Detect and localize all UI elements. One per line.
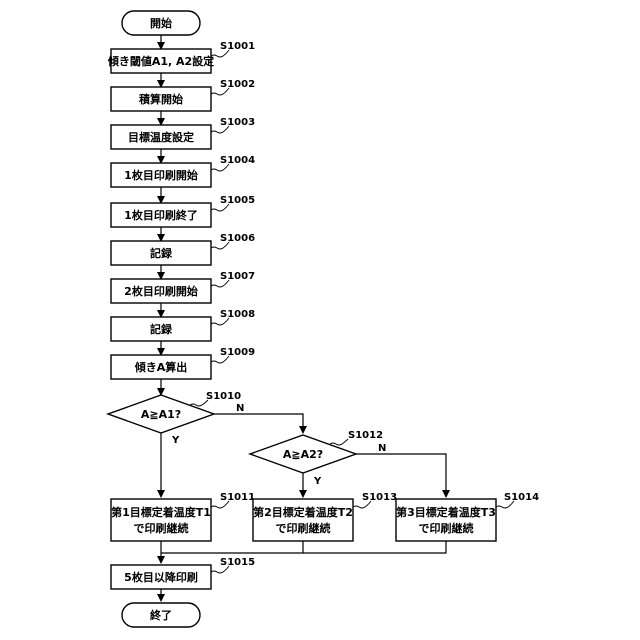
process-step: 傾き閾値A1, A2設定 S1001 xyxy=(107,41,255,73)
outcome-box: 第3目標定着温度T3 で印刷継続 S1014 xyxy=(396,492,539,541)
step-id: S1001 xyxy=(220,41,255,52)
step-id: S1010 xyxy=(206,391,241,402)
yes-label: Y xyxy=(313,476,322,487)
step-text: 傾き閾値A1, A2設定 xyxy=(107,54,214,68)
process-step: 記録 S1006 xyxy=(111,233,255,265)
step-text: 記録 xyxy=(150,322,173,336)
end-terminal: 終了 xyxy=(122,603,200,627)
step-id: S1014 xyxy=(504,492,539,503)
step-id: S1012 xyxy=(348,430,383,441)
outcome-line1: 第1目標定着温度T1 xyxy=(111,505,211,519)
decision-text: A≧A2? xyxy=(283,448,323,461)
end-label: 終了 xyxy=(150,608,172,622)
step-text: 傾きA算出 xyxy=(134,360,188,374)
step-id: S1013 xyxy=(362,492,397,503)
step-text: 記録 xyxy=(150,246,173,260)
yes-label: Y xyxy=(171,435,180,446)
decision-text: A≧A1? xyxy=(141,408,181,421)
process-step: 積算開始 S1002 xyxy=(111,79,255,111)
outcome-line2: で印刷継続 xyxy=(419,521,474,535)
step-id: S1006 xyxy=(220,233,255,244)
process-step: 傾きA算出 S1009 xyxy=(111,347,255,379)
step-id: S1005 xyxy=(220,195,255,206)
step-id: S1002 xyxy=(220,79,255,90)
decision-diamond: A≧A2? S1012 Y N xyxy=(250,430,386,487)
outcome-box: 第2目標定着温度T2 で印刷継続 S1013 xyxy=(253,492,397,541)
outcome-line2: で印刷継続 xyxy=(134,521,189,535)
step-text: 1枚目印刷開始 xyxy=(124,168,198,182)
step-text: 2枚目印刷開始 xyxy=(124,284,198,298)
no-label: N xyxy=(378,443,386,454)
decision-diamond: A≧A1? S1010 Y N xyxy=(108,391,244,446)
step-id: S1007 xyxy=(220,271,255,282)
outcome-line1: 第3目標定着温度T3 xyxy=(396,505,496,519)
step-id: S1004 xyxy=(220,155,255,166)
process-step: 目標温度設定 S1003 xyxy=(111,117,255,149)
step-text: 目標温度設定 xyxy=(128,130,194,144)
process-step: 2枚目印刷開始 S1007 xyxy=(111,271,255,303)
step-id: S1009 xyxy=(220,347,255,358)
step-text: 積算開始 xyxy=(138,92,183,106)
step-id: S1008 xyxy=(220,309,255,320)
outcome-line1: 第2目標定着温度T2 xyxy=(253,505,353,519)
process-step: 記録 S1008 xyxy=(111,309,255,341)
step-text: 5枚目以降印刷 xyxy=(124,570,198,584)
no-label: N xyxy=(236,403,244,414)
outcome-box: 第1目標定着温度T1 で印刷継続 S1011 xyxy=(111,492,255,541)
process-step: 5枚目以降印刷 S1015 xyxy=(111,557,255,589)
process-step: 1枚目印刷開始 S1004 xyxy=(111,155,255,187)
start-label: 開始 xyxy=(150,16,172,30)
step-id: S1015 xyxy=(220,557,255,568)
outcome-line2: で印刷継続 xyxy=(276,521,331,535)
start-terminal: 開始 xyxy=(122,11,200,35)
step-text: 1枚目印刷終了 xyxy=(124,208,198,222)
step-id: S1011 xyxy=(220,492,255,503)
process-step: 1枚目印刷終了 S1005 xyxy=(111,195,255,227)
step-id: S1003 xyxy=(220,117,255,128)
